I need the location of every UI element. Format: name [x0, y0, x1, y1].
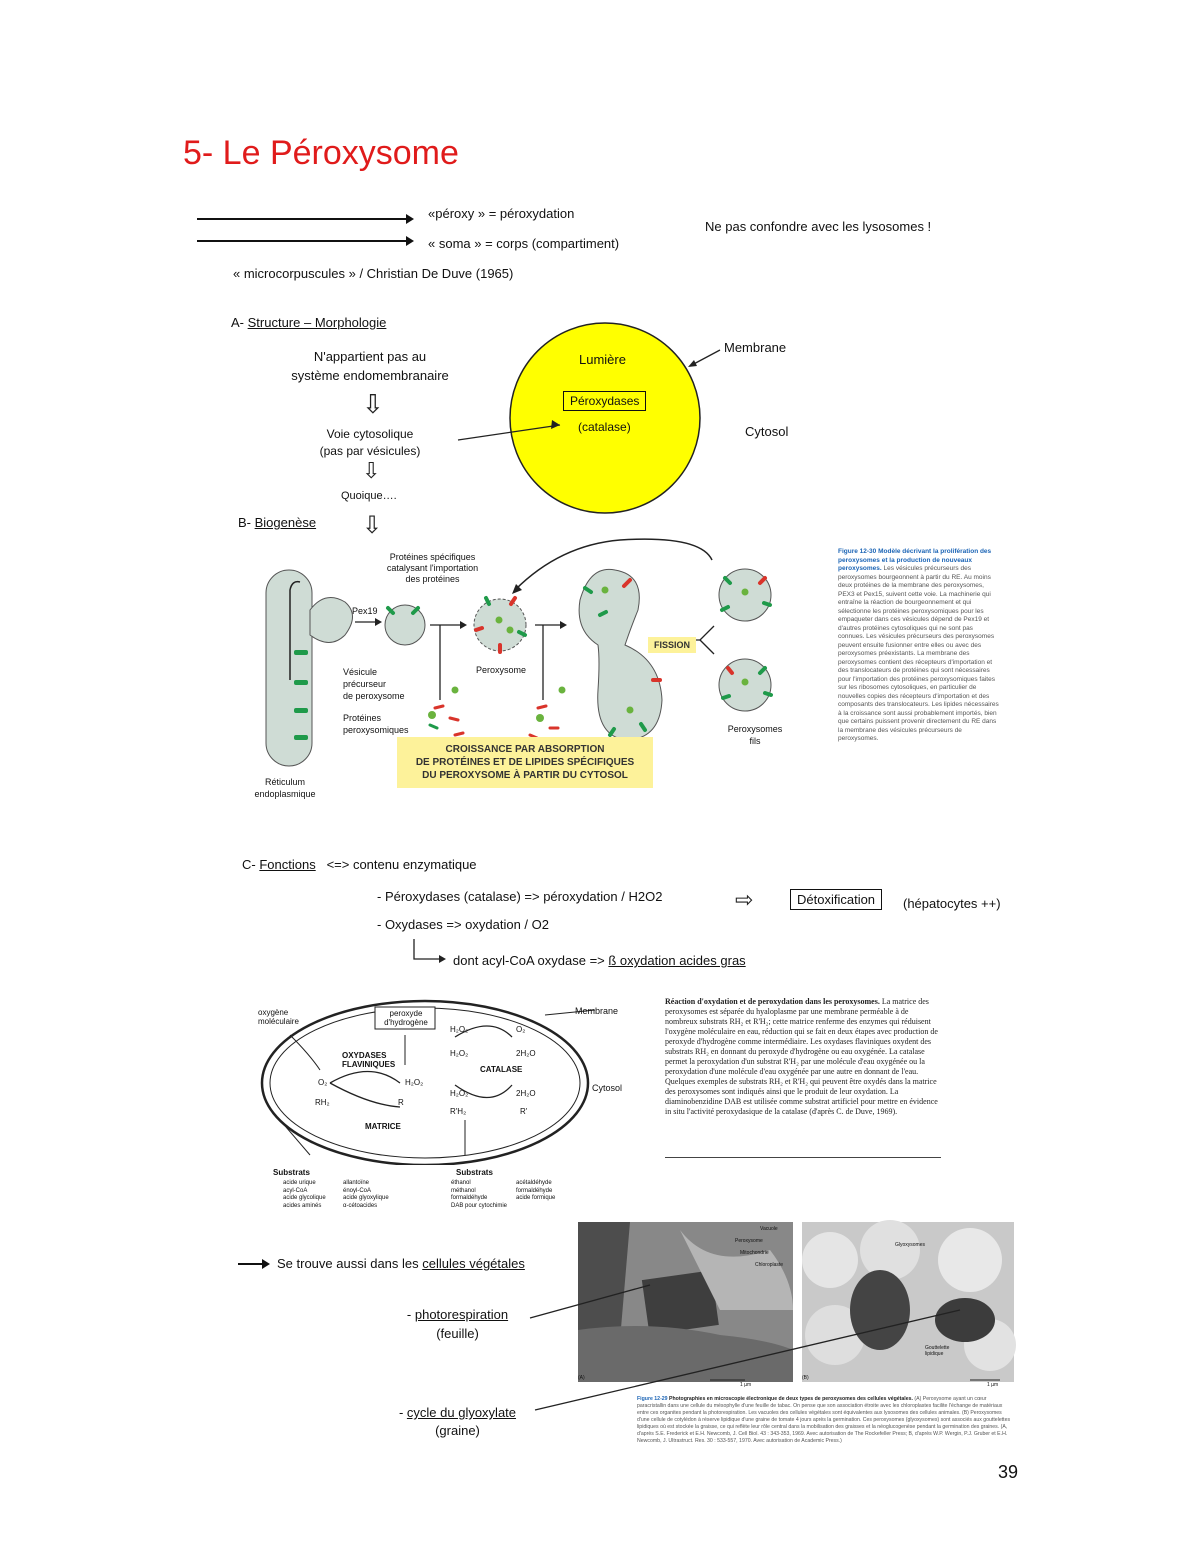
figure-12-29-text: (A) Peroxysome ayant un cœur paracristal… — [637, 1396, 1010, 1444]
micro-label-gouttelette: Gouttelette lipidique — [925, 1345, 965, 1357]
micro-label-glyoxysomes: Glyoxysomes — [895, 1242, 925, 1248]
panel-b-label: (B) — [802, 1375, 809, 1381]
panel-a-label: (A) — [578, 1375, 585, 1381]
figure-12-29-caption: Figure 12-29 Photographies en microscopi… — [637, 1396, 1015, 1445]
page-number: 39 — [998, 1462, 1018, 1483]
scale-a: 1 µm — [740, 1382, 751, 1388]
micro-label: Vacuole — [760, 1223, 783, 1235]
micro-labels-a: Vacuole Peroxysome Mitochondrie Chloropl… — [735, 1223, 783, 1271]
figure-12-29-label: Figure 12-29 — [637, 1396, 668, 1402]
figure-12-29-title: Photographies en microscopie électroniqu… — [669, 1396, 913, 1402]
scale-b: 1 µm — [987, 1382, 998, 1388]
micro-label: Mitochondrie — [740, 1247, 783, 1259]
micro-label: Chloroplaste — [755, 1259, 783, 1271]
micro-label: Peroxysome — [735, 1235, 783, 1247]
